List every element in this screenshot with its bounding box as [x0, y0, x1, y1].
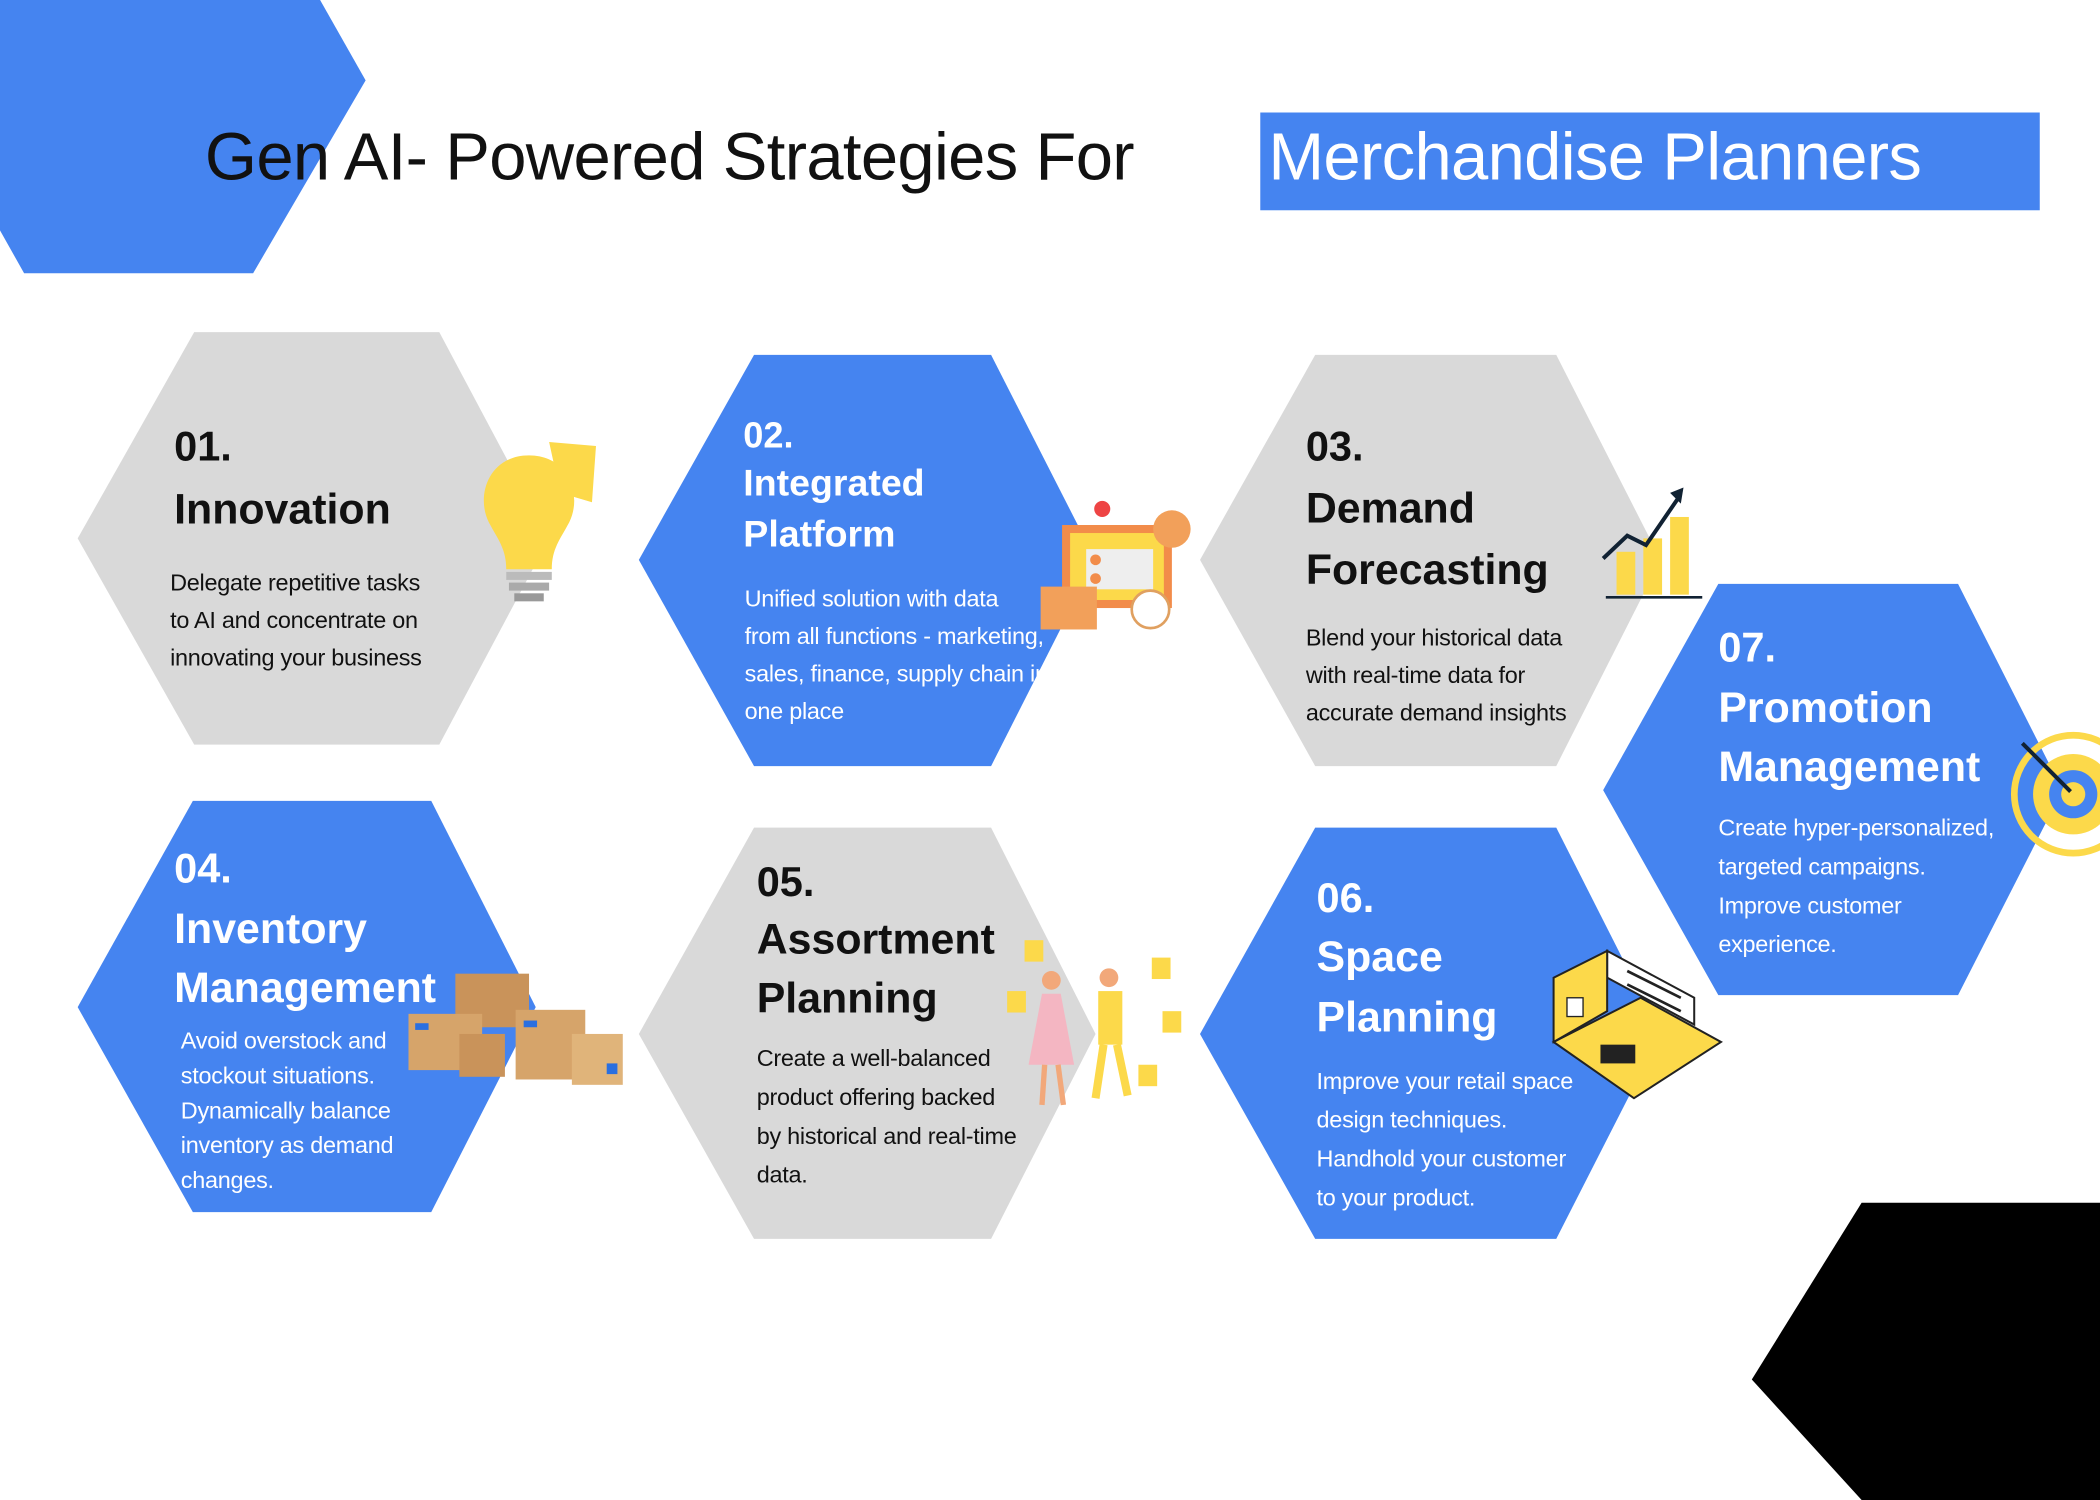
- card-05-desc-3: by historical and real-time: [756, 1122, 1017, 1150]
- boxes-icon: [408, 973, 623, 1085]
- card-04-title-2: Management: [174, 962, 437, 1012]
- card-01-desc-3: innovating your business: [170, 644, 422, 671]
- card-03-title-1: Demand: [1305, 483, 1475, 532]
- shoppers-icon: [1007, 940, 1182, 1106]
- card-01-title: Innovation: [174, 484, 391, 534]
- lightbulb-puzzle-icon: [483, 441, 596, 602]
- card-07-desc-2: targeted campaigns.: [1718, 853, 1926, 880]
- card-07-desc-1: Create hyper-personalized,: [1718, 814, 1995, 842]
- hexagon-04: [77, 800, 536, 1213]
- hexagon-05: [638, 827, 1096, 1239]
- card-03-number: 03.: [1305, 423, 1364, 471]
- growth-chart-icon: [1601, 487, 1703, 599]
- store-layout-icon: [1551, 949, 1723, 1100]
- card-03-desc-1: Blend your historical data: [1305, 624, 1563, 651]
- dashboard-people-icon: [1040, 500, 1191, 630]
- card-07-desc-4: experience.: [1718, 930, 1837, 958]
- hexagon-02: [638, 354, 1096, 767]
- card-05-number: 05.: [756, 858, 815, 906]
- card-04-desc-2: stockout situations.: [180, 1062, 375, 1089]
- card-04-desc-5: changes.: [180, 1166, 274, 1194]
- card-04-title-1: Inventory: [174, 904, 368, 953]
- hexagon-07: [1603, 583, 2063, 996]
- card-05-desc-1: Create a well-balanced: [756, 1044, 991, 1072]
- card-02-title-2: Platform: [743, 512, 896, 555]
- card-07-desc-3: Improve customer: [1718, 891, 1902, 919]
- title-highlight: Merchandise Planners: [1260, 112, 2040, 211]
- card-01-number: 01.: [174, 423, 232, 471]
- card-04-number: 04.: [174, 845, 232, 892]
- card-06-desc-2: design techniques.: [1316, 1106, 1508, 1134]
- corner-hexagon-bottom-right: [1751, 1202, 2100, 1500]
- page-title: Gen AI- Powered Strategies For: [204, 119, 1135, 195]
- card-05-desc-2: product offering backed: [756, 1083, 996, 1111]
- hexagon-06: [1200, 827, 1661, 1239]
- card-03-title-2: Forecasting: [1305, 545, 1549, 594]
- card-01-desc-1: Delegate repetitive tasks: [170, 569, 421, 596]
- card-02-desc-1: Unified solution with data: [744, 585, 999, 613]
- hexagon-03: [1200, 354, 1661, 767]
- corner-hexagon-top-left: [0, 0, 366, 274]
- card-06-desc-3: Handhold your customer: [1316, 1145, 1567, 1172]
- card-04-desc-1: Avoid overstock and: [180, 1027, 387, 1055]
- card-02-desc-4: one place: [744, 697, 845, 725]
- target-icon: [2010, 731, 2100, 857]
- card-05-title-1: Assortment: [756, 914, 995, 963]
- card-04-desc-3: Dynamically balance: [180, 1096, 391, 1124]
- card-02-desc-2: from all functions - marketing,: [744, 622, 1044, 650]
- card-06-desc-1: Improve your retail space: [1316, 1067, 1574, 1095]
- card-05-desc-4: data.: [756, 1161, 808, 1188]
- card-02-desc-3: sales, finance, supply chain in: [744, 660, 1048, 688]
- card-06-title-1: Space: [1316, 932, 1443, 981]
- card-02-title-1: Integrated: [743, 462, 925, 504]
- card-06-title-2: Planning: [1316, 992, 1498, 1041]
- card-01-desc-2: to AI and concentrate on: [170, 606, 418, 634]
- hexagon-01: [77, 332, 550, 745]
- title-highlight-text: Merchandise Planners: [1268, 119, 1922, 195]
- card-07-title-1: Promotion: [1718, 683, 1933, 732]
- card-03-desc-3: accurate demand insights: [1305, 699, 1567, 726]
- card-05-title-2: Planning: [756, 973, 938, 1022]
- card-06-desc-4: to your product.: [1316, 1183, 1476, 1211]
- card-02-number: 02.: [743, 415, 794, 456]
- card-03-desc-2: with real-time data for: [1305, 661, 1526, 689]
- card-07-title-2: Management: [1718, 741, 1981, 791]
- card-04-desc-4: inventory as demand: [180, 1131, 394, 1159]
- card-06-number: 06.: [1316, 874, 1375, 922]
- card-07-number: 07.: [1718, 624, 1777, 671]
